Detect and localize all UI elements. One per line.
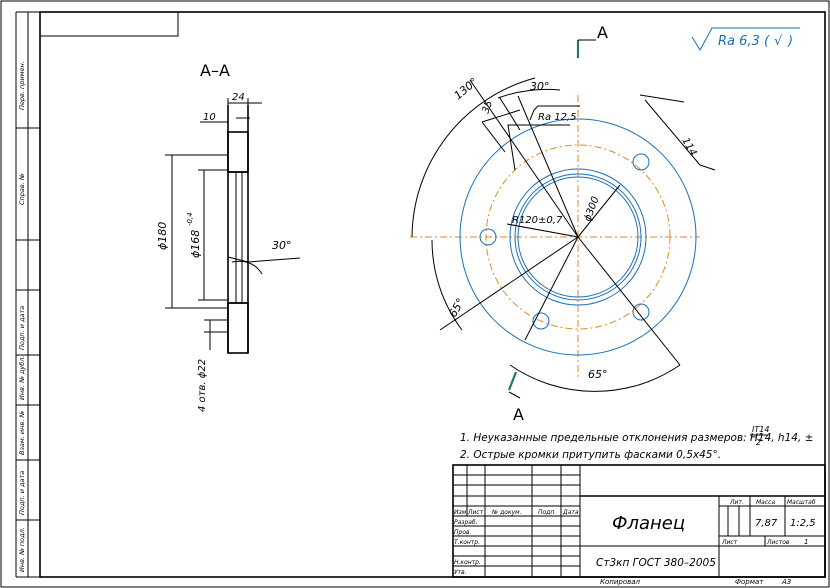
roughness-general: Ra 6,3 (: [718, 34, 770, 49]
drawing-frame: [39, 11, 826, 578]
mass-label: Масса: [756, 499, 775, 506]
sheets-label: Листов: [766, 539, 790, 546]
side-label-5: Взам. инв. №: [18, 411, 26, 455]
note-2: 2. Острые кромки притупить фасками 0,5х4…: [460, 449, 721, 461]
copied-label: Копировал: [600, 578, 641, 586]
cut-line-bottom: [507, 371, 518, 391]
dim-10: 10: [203, 112, 216, 123]
dim-d300: ϕ300: [582, 195, 601, 223]
title-block: Изм. Лист № докум. Подп. Дата Разраб. Пр…: [452, 464, 826, 586]
hatch-top: [227, 131, 249, 173]
scale-label: Масштаб: [787, 499, 816, 506]
cut-label-bottom: А: [513, 405, 524, 424]
angle-30-front: 30°: [530, 80, 550, 93]
front-view: А А 130° 30° 35 Ra 12,5 114 ϕ300 R120±0,…: [410, 23, 716, 424]
material: Ст3кп ГОСТ 380–2005: [596, 557, 716, 569]
top-stamp: [39, 11, 179, 37]
dim-d168: ϕ168: [189, 230, 202, 258]
angle-30-section: 30°: [272, 239, 292, 252]
section-view: А–А 24 10 ϕ180 ϕ168: [156, 61, 301, 412]
format-label: Формат: [735, 578, 764, 586]
bolt-hole-bottom: [532, 312, 550, 330]
dim-d168-tol: -0,4: [186, 212, 194, 226]
section-title: А–А: [200, 61, 230, 80]
inner-circle-2: [514, 173, 642, 301]
row-razrab: Разраб.: [454, 519, 478, 526]
part-name: Фланец: [612, 513, 685, 534]
cut-label-top: А: [597, 23, 608, 42]
row-tkontr: Т.контр.: [454, 539, 480, 546]
side-label-4: Инв. № дубл.: [18, 356, 26, 400]
general-roughness-mark: Ra 6,3 ( √ ): [691, 27, 800, 51]
side-label-7: Инв. № подл.: [18, 527, 26, 572]
bolt-hole-top-right: [632, 153, 650, 171]
inner-circle-1: [509, 168, 647, 306]
col-date: Дата: [562, 509, 579, 516]
hatch-bottom: [227, 302, 249, 354]
mass-value: 7,87: [755, 518, 778, 529]
inner-circle-3: [517, 176, 639, 298]
side-label-1: Перв. примен.: [18, 61, 26, 110]
scale-value: 1:2,5: [790, 518, 816, 529]
side-label-6: Подп. и дата: [18, 471, 26, 515]
holes-note: 4 отв. ϕ22: [197, 359, 208, 412]
note-1: 1. Неуказанные предельные отклонения раз…: [460, 432, 813, 444]
side-stamp: [15, 11, 40, 578]
row-prov: Пров.: [454, 529, 472, 536]
technical-notes: 1. Неуказанные предельные отклонения раз…: [460, 425, 813, 461]
col-izm: Изм.: [454, 509, 468, 516]
roughness-close: ): [787, 34, 793, 49]
angle-65-bottom: 65°: [588, 368, 608, 381]
format-value: А3: [781, 578, 791, 586]
angle-130: 130°: [452, 75, 481, 102]
note-1-frac-top: IT14: [752, 425, 769, 434]
roughness-125: Ra 12,5: [538, 112, 577, 123]
note-1-frac-bottom: 2: [756, 438, 761, 447]
dim-24: 24: [232, 92, 245, 103]
bolt-hole-bottom-right: [632, 303, 650, 321]
bolt-circle: [485, 144, 671, 330]
row-utv: Утв.: [454, 569, 467, 576]
dim-114: 114: [679, 136, 698, 158]
row-nkontr: Н.контр.: [454, 559, 481, 566]
side-label-3: Подп. и дата: [18, 306, 26, 350]
sheets-count: 1: [804, 538, 808, 546]
lit-label: Лит.: [729, 499, 744, 506]
roughness-check: √: [774, 34, 783, 49]
bolt-hole-left: [479, 228, 497, 246]
col-podp: Подп.: [538, 509, 556, 516]
dim-35: 35: [480, 99, 495, 115]
sheet-label: Лист: [721, 539, 738, 546]
dim-r120: R120±0,7: [512, 215, 563, 226]
side-label-2: Справ. №: [18, 173, 26, 205]
angle-65-left: 65°: [446, 296, 467, 319]
outer-circle: [459, 118, 697, 356]
dim-d180: ϕ180: [156, 222, 169, 250]
col-ndoc: № докум.: [491, 509, 522, 516]
col-list: Лист: [467, 509, 484, 516]
